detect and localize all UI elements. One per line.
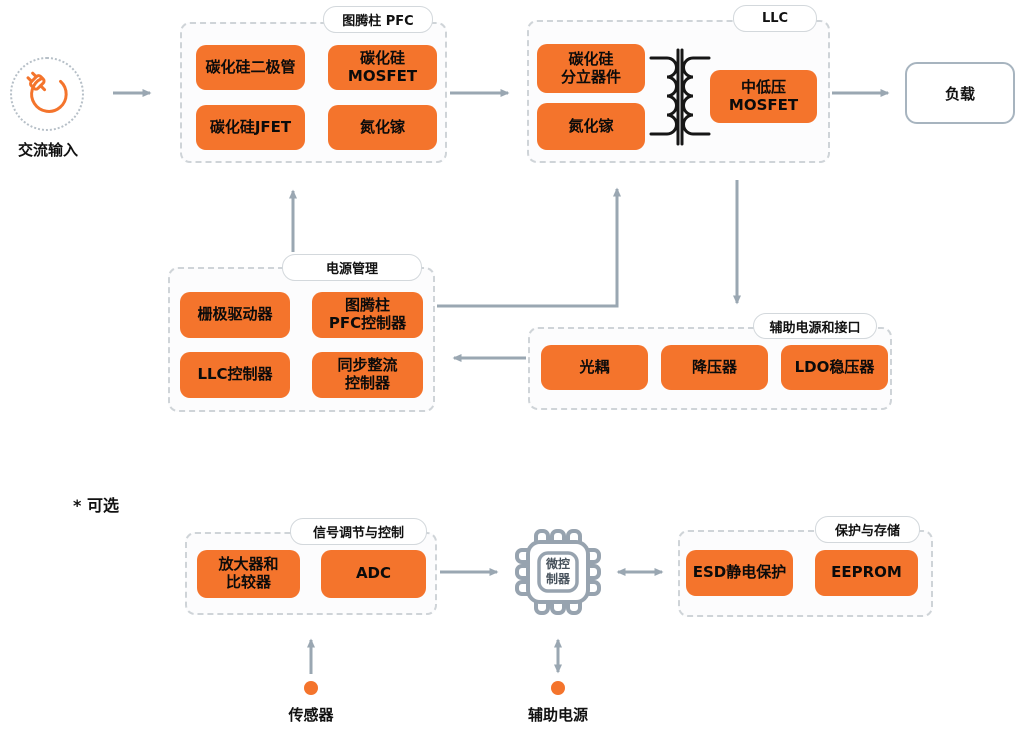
microcontroller-label: 微控 制器: [545, 557, 570, 586]
chip-sync-rect-controller: 同步整流 控制器: [312, 352, 423, 398]
chip-ldo-regulator: LDO稳压器: [781, 345, 888, 390]
chip-adc: ADC: [321, 550, 426, 598]
chip-buck-converter: 降压器: [661, 345, 768, 390]
chip-llc-controller: LLC控制器: [180, 352, 290, 398]
chip-sic-diode: 碳化硅二极管: [196, 45, 305, 90]
panel-title-llc: LLC: [733, 5, 817, 32]
sensor-label: 传感器: [288, 706, 334, 724]
sensor-endpoint-dot: [304, 681, 318, 695]
panel-title-totem-pole-pfc: 图腾柱 PFC: [323, 6, 433, 33]
optional-note: * 可选: [73, 496, 119, 515]
chip-amp-comparator: 放大器和 比较器: [197, 550, 300, 598]
panel-title-protection-storage: 保护与存储: [815, 516, 920, 543]
panel-title-power-management: 电源管理: [282, 254, 422, 281]
panel-title-aux-power-interface: 辅助电源和接口: [753, 313, 877, 339]
chip-mlv-mosfet: 中低压 MOSFET: [710, 70, 817, 123]
load-box: 负载: [905, 62, 1015, 124]
chip-sic-jfet: 碳化硅JFET: [196, 105, 305, 150]
ac-input-label: 交流输入: [17, 141, 78, 159]
ac-plug-icon: [26, 71, 68, 113]
aux-power-label: 辅助电源: [527, 706, 588, 724]
chip-gate-driver: 栅极驱动器: [180, 292, 290, 338]
chip-esd-protection: ESD静电保护: [686, 550, 793, 596]
transformer-icon: [647, 46, 713, 148]
arrow-powermgmt-to-llc: [437, 187, 621, 308]
chip-totem-pfc-controller: 图腾柱 PFC控制器: [312, 292, 423, 338]
chip-sic-discrete: 碳化硅 分立器件: [537, 44, 645, 93]
chip-gan-llc: 氮化镓: [537, 103, 645, 150]
chip-sic-mosfet: 碳化硅 MOSFET: [328, 45, 437, 90]
microcontroller-chip-icon: [513, 527, 603, 617]
ac-input-badge: [10, 57, 84, 131]
chip-eeprom: EEPROM: [815, 550, 918, 596]
chip-optocoupler: 光耦: [541, 345, 648, 390]
chip-gan: 氮化镓: [328, 105, 437, 150]
aux-power-endpoint-dot: [551, 681, 565, 695]
panel-title-signal-conditioning: 信号调节与控制: [290, 518, 427, 545]
